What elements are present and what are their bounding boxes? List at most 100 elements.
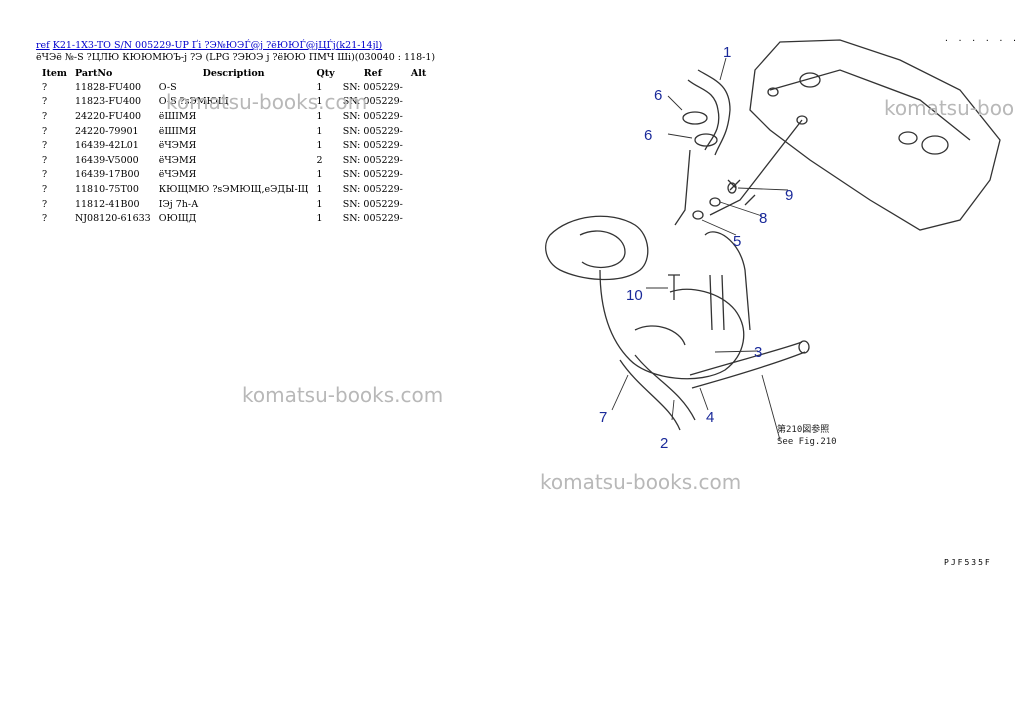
parts-table: Item PartNo Description Qty Ref Alt ?118…: [38, 66, 430, 226]
model-link[interactable]: K21-1X3-TO S/N 005229-UP Ґі ?Э№ЮЭЃ@j ?ёЮ…: [52, 40, 383, 51]
cell-alt: [407, 197, 430, 212]
see-fig-note-jp: 第210図参照: [777, 423, 829, 435]
cell-desc: O-S ?sЭМЮЩ: [158, 96, 229, 108]
col-alt: Alt: [410, 67, 427, 79]
cell-desc: ёЧЭМЯ: [158, 154, 197, 166]
hose-1-outer: [687, 79, 720, 151]
cell-part: 16439-V5000: [74, 154, 139, 166]
watermark: komatsu-boo: [884, 96, 1015, 120]
cell-desc: ёШІМЯ: [158, 125, 197, 137]
engine-cover-boss: [898, 131, 918, 145]
cell-qty: 1: [316, 140, 323, 152]
cell-alt: [407, 95, 430, 110]
cell-qty: 1: [316, 96, 323, 108]
cell-item: ?: [42, 96, 48, 108]
cell-alt: [407, 182, 430, 197]
cell-part: 24220-FU400: [74, 110, 142, 122]
page-subtitle: ёЧЭё №-S ?ЦЛЮ КЮЮМЮЪ-ј ?Э (LPG ?ЭЮЭ ј ?ё…: [36, 52, 436, 63]
callout-6-upper: 6: [654, 87, 662, 104]
cell-qty: 2: [316, 154, 323, 166]
parts-diagram: 1 2 3 4 5 6 6 7 8 9 10 第210図参照 See Fig.2…: [545, 39, 1001, 452]
cell-item: ?: [42, 154, 48, 166]
cell-item: ?: [42, 81, 48, 93]
cell-qty: 1: [316, 125, 323, 137]
cell-item: ?: [42, 213, 48, 225]
cell-item: ?: [42, 125, 48, 137]
cell-item: ?: [42, 110, 48, 122]
cell-desc: ІЭј 7h-А: [158, 198, 199, 210]
cell-ref: SN: 005229-: [342, 198, 403, 210]
cell-ref: SN: 005229-: [342, 213, 403, 225]
hose-2-b: [634, 354, 696, 421]
cell-desc: O-S: [158, 81, 177, 93]
pipe-bend: [704, 231, 751, 331]
fitting-8: [709, 197, 721, 207]
engine-cover-ridge: [769, 69, 971, 141]
breather-line: [674, 149, 691, 226]
cell-qty: 1: [316, 81, 323, 93]
cell-alt: [407, 109, 430, 124]
hose-3-end: [798, 340, 810, 354]
cell-qty: 1: [316, 110, 323, 122]
page-code: PJF535F: [944, 558, 992, 567]
callout-1: 1: [723, 44, 731, 61]
cell-part: NJ08120-61633: [74, 213, 151, 225]
corner-dots: . . . . . .: [944, 34, 1019, 43]
bolt-10: [668, 274, 680, 300]
diagram-lines: [545, 39, 1001, 441]
cell-item: ?: [42, 140, 48, 152]
cell-item: ?: [42, 183, 48, 195]
callout-8: 8: [759, 210, 767, 227]
table-row: ? 11823-FU400 O-S ?sЭМЮЩ 1 SN: 005229-: [38, 95, 430, 110]
cell-alt: [407, 138, 430, 153]
cell-qty: 1: [316, 213, 323, 225]
hose-1-inner: [697, 69, 731, 156]
cell-part: 11810-75T00: [74, 183, 139, 195]
clip-6b: [694, 133, 718, 147]
cell-desc: ёШІМЯ: [158, 110, 197, 122]
upright-pipe: [709, 274, 725, 331]
hose-2-a: [619, 359, 681, 431]
cell-alt: [407, 168, 430, 183]
cell-part: 11812-41B00: [74, 198, 140, 210]
cell-ref: SN: 005229-: [342, 110, 403, 122]
cell-desc: ёЧЭМЯ: [158, 140, 197, 152]
cell-part: 16439-17B00: [74, 169, 140, 181]
cell-qty: 1: [316, 169, 323, 181]
engine-cover-nut: [767, 87, 779, 97]
cell-alt: [407, 80, 430, 95]
clip-6a: [682, 111, 708, 125]
callout-10: 10: [626, 287, 643, 304]
engine-cover-plug: [799, 72, 821, 88]
cell-part: 16439-42L01: [74, 140, 139, 152]
callout-3: 3: [754, 344, 762, 361]
cell-qty: 1: [316, 198, 323, 210]
cell-part: 11828-FU400: [74, 81, 142, 93]
manifold-body: [599, 269, 745, 380]
ref-link[interactable]: ref: [36, 40, 50, 51]
watermark: komatsu-books.com: [166, 90, 368, 114]
cell-ref: SN: 005229-: [342, 183, 403, 195]
watermark: komatsu-books.com: [540, 470, 742, 494]
intake-body: [545, 215, 649, 281]
engine-cover-fitting: [796, 115, 808, 125]
leader-lines: [611, 57, 789, 441]
cell-desc: ёЧЭМЯ: [158, 169, 197, 181]
col-partno: PartNo: [74, 67, 113, 79]
manifold-detail: [634, 325, 686, 346]
cell-part: 11823-FU400: [74, 96, 142, 108]
link-line: [709, 119, 803, 216]
intake-bore: [579, 230, 626, 269]
fitting-9: [727, 182, 737, 194]
hose-3-a: [689, 341, 803, 376]
cell-ref: SN: 005229-: [342, 96, 403, 108]
callout-9: 9: [785, 187, 793, 204]
callout-5: 5: [733, 233, 741, 250]
cell-ref: SN: 005229-: [342, 154, 403, 166]
table-row: ? 24220-FU400 ёШІМЯ 1 SN: 005229-: [38, 109, 430, 124]
see-fig-note-en: See Fig.210: [777, 437, 837, 447]
table-row: ? 16439-V5000 ёЧЭМЯ 2 SN: 005229-: [38, 153, 430, 168]
